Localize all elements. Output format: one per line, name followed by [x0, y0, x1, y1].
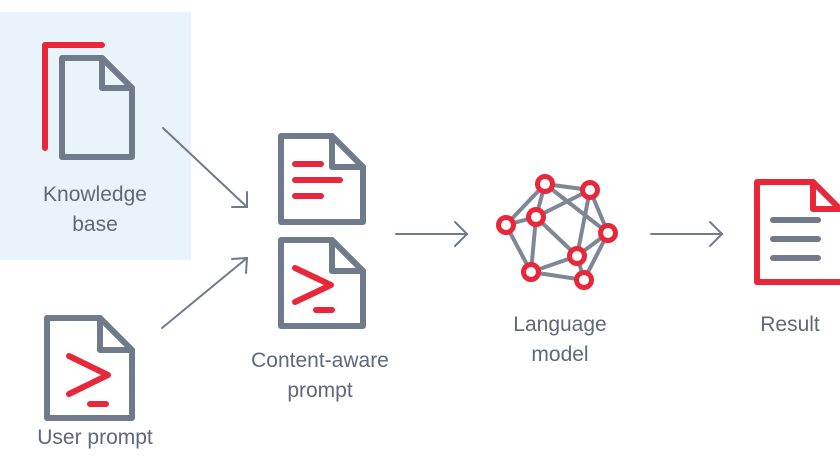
arrow-user-to-prompt — [161, 256, 249, 329]
result-label-text: Result — [760, 313, 820, 336]
prompt-document-icon — [44, 315, 135, 421]
knowledge-base-label-line2: base — [72, 213, 118, 236]
prompt-document-icon — [278, 237, 366, 329]
knowledge-base-label-line1: Knowledge — [43, 183, 147, 206]
result-label: Result — [740, 310, 840, 340]
language-model-label: Language model — [480, 310, 640, 370]
user-prompt-label: User prompt — [10, 423, 180, 453]
result-document-icon — [754, 179, 840, 285]
text-document-icon — [278, 133, 366, 225]
arrow-kb-to-prompt — [162, 127, 248, 208]
arrow-model-to-result — [650, 221, 724, 247]
content-aware-prompt-label: Content-aware prompt — [222, 346, 418, 406]
content-aware-prompt-label-line1: Content-aware — [251, 349, 389, 372]
language-model-label-line1: Language — [513, 313, 607, 336]
content-aware-prompt-label-line2: prompt — [287, 379, 353, 402]
network-graph-icon — [496, 174, 618, 290]
arrow-prompt-to-model — [395, 221, 469, 247]
knowledge-base-label: Knowledge base — [10, 180, 180, 240]
knowledge-base-panel — [0, 12, 191, 260]
user-prompt-label-text: User prompt — [37, 426, 153, 449]
language-model-label-line2: model — [531, 343, 589, 366]
document-stack-icon — [42, 42, 135, 160]
